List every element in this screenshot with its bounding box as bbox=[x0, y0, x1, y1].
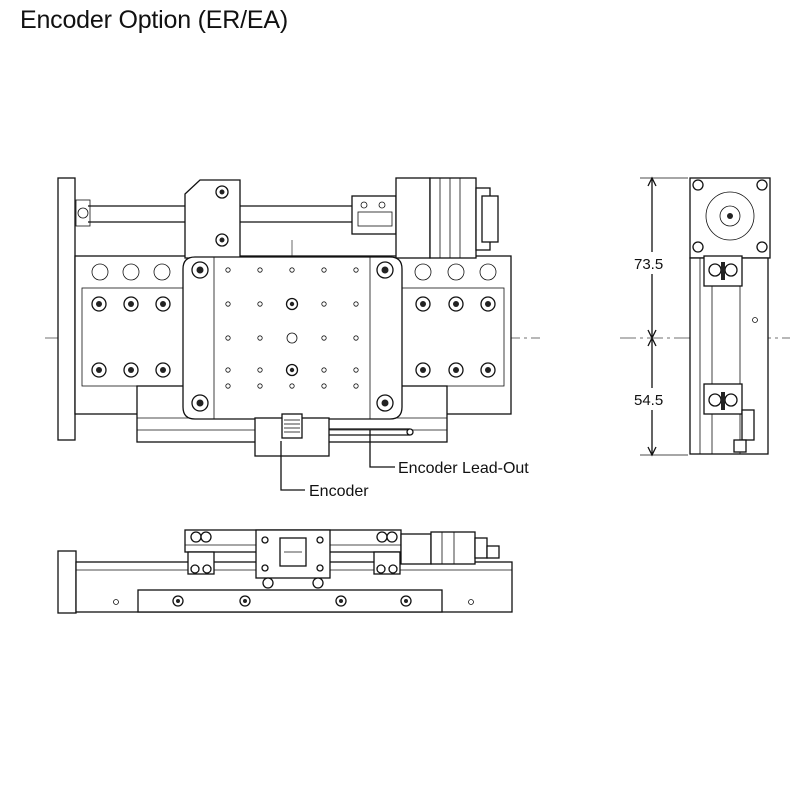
carriage-hole bbox=[353, 267, 359, 273]
carriage-hole bbox=[257, 335, 263, 341]
carriage-hole bbox=[225, 335, 231, 341]
carriage-hole bbox=[225, 301, 231, 307]
encoder-lead-out-callout: Encoder Lead-Out bbox=[398, 460, 529, 477]
carriage-hole bbox=[257, 267, 263, 273]
carriage-hole-center bbox=[289, 301, 295, 307]
carriage-hole bbox=[321, 335, 327, 341]
carriage-hole-center bbox=[289, 367, 295, 373]
carriage-hole bbox=[321, 383, 327, 389]
carriage-hole bbox=[353, 367, 359, 373]
carriage-hole bbox=[353, 301, 359, 307]
carriage-hole bbox=[225, 383, 231, 389]
dimension-lower: 54.5 bbox=[634, 392, 663, 409]
top-view: Encoder Lead-Out Encoder bbox=[45, 177, 540, 500]
side-view: 73.5 54.5 bbox=[620, 176, 790, 457]
carriage-hole bbox=[225, 267, 231, 273]
carriage-hole bbox=[257, 383, 263, 389]
carriage-hole bbox=[321, 267, 327, 273]
page-title: Encoder Option (ER/EA) bbox=[20, 6, 288, 34]
carriage-hole bbox=[257, 367, 263, 373]
carriage-hole bbox=[286, 332, 298, 344]
front-view bbox=[57, 529, 513, 614]
carriage-hole bbox=[353, 383, 359, 389]
encoder-callout: Encoder bbox=[309, 483, 369, 500]
carriage-hole bbox=[321, 367, 327, 373]
carriage-hole bbox=[257, 301, 263, 307]
carriage-hole bbox=[225, 367, 231, 373]
carriage-hole bbox=[321, 301, 327, 307]
carriage-hole bbox=[353, 335, 359, 341]
carriage-hole bbox=[289, 383, 295, 389]
carriage-hole bbox=[289, 267, 295, 273]
dimension-upper: 73.5 bbox=[634, 256, 663, 273]
